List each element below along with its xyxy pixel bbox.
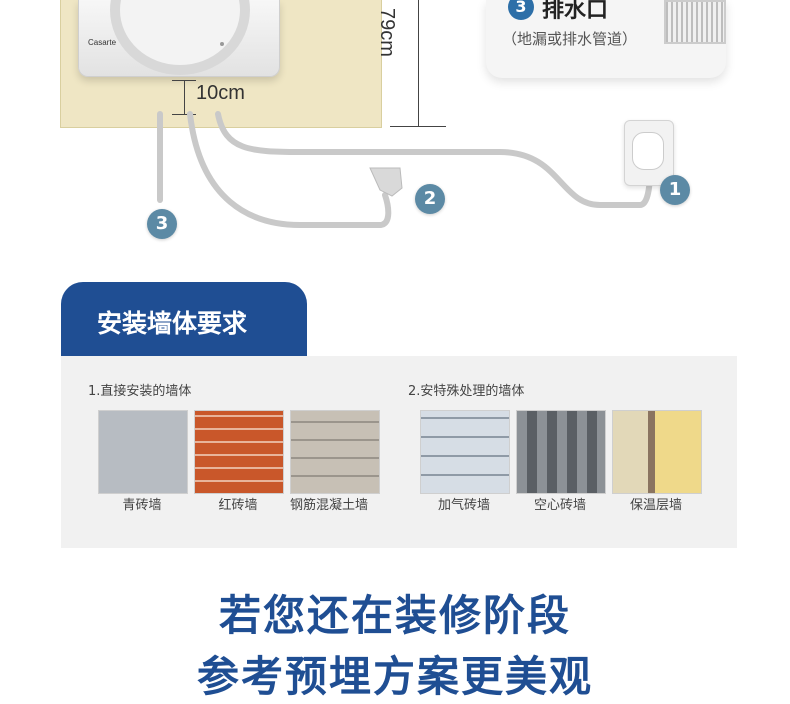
group-direct-label: 1.直接安装的墙体 bbox=[88, 384, 192, 399]
aerated-brick-caption: 加气砖墙 bbox=[437, 498, 490, 513]
insulation-wall-caption: 保温层墙 bbox=[629, 498, 682, 513]
hollow-brick-caption: 空心砖墙 bbox=[533, 498, 586, 513]
drain-callout-subtitle: （地漏或排水管道） bbox=[502, 30, 638, 48]
inlet-hose bbox=[187, 111, 392, 228]
measure-10-tick-bottom bbox=[172, 114, 196, 115]
measure-10-line bbox=[184, 80, 185, 114]
section-title: 安装墙体要求 bbox=[97, 309, 248, 338]
headline-line-2: 参考预埋方案更美观 bbox=[196, 652, 593, 701]
section-title-tab: 安装墙体要求 bbox=[61, 282, 307, 356]
red-brick-swatch bbox=[194, 410, 284, 494]
drain-callout-badge: 3 bbox=[508, 0, 534, 20]
power-cord bbox=[215, 111, 653, 208]
measure-10-tick-top bbox=[172, 80, 196, 81]
headline-line-1: 若您还在装修阶段 bbox=[218, 591, 571, 640]
concrete-swatch bbox=[290, 410, 380, 494]
measure-10-label: 10cm bbox=[196, 82, 245, 104]
water-tap bbox=[369, 167, 403, 197]
power-plug bbox=[632, 132, 664, 170]
brand-logo: Casarte bbox=[88, 38, 117, 47]
power-indicator bbox=[220, 42, 224, 46]
installation-diagram: Casarte 10cm 79cm 1 2 3 3 排水口 （地漏或排水管道） bbox=[0, 0, 790, 270]
insulation-wall-swatch bbox=[612, 410, 702, 494]
drain-callout-title: 排水口 bbox=[542, 0, 609, 23]
blue-brick-swatch bbox=[98, 410, 188, 494]
red-brick-caption: 红砖墙 bbox=[218, 498, 258, 513]
marker-1-badge: 1 bbox=[660, 175, 690, 205]
marker-2-badge: 2 bbox=[415, 184, 445, 214]
aerated-brick-swatch bbox=[420, 410, 510, 494]
concrete-caption: 钢筋混凝土墙 bbox=[290, 498, 369, 513]
hollow-brick-swatch bbox=[516, 410, 606, 494]
hoses-svg bbox=[157, 111, 653, 228]
blue-brick-caption: 青砖墙 bbox=[122, 498, 162, 513]
marker-3-badge: 3 bbox=[147, 209, 177, 239]
group-special-label: 2.安特殊处理的墙体 bbox=[408, 384, 525, 399]
measure-79-line bbox=[418, 0, 419, 127]
floor-drain-image bbox=[664, 0, 726, 44]
measure-79-tick bbox=[390, 126, 446, 127]
